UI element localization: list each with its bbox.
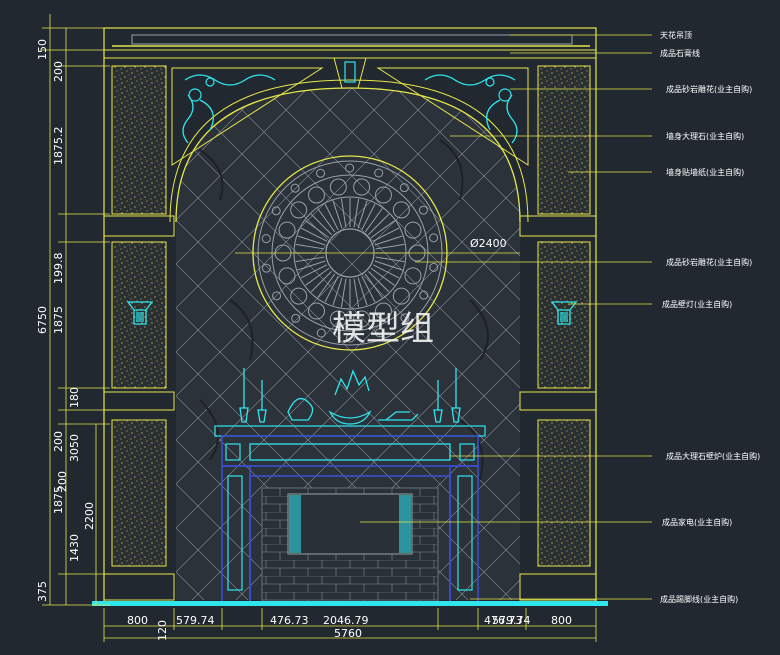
right-wall-lamp-icon bbox=[550, 301, 578, 325]
anno-plaster-line: 成品石膏线 bbox=[660, 48, 700, 58]
dim-1875-2: 1875.2 bbox=[52, 127, 65, 166]
dim-1875-mid: 1875 bbox=[52, 306, 65, 334]
bottom-dimension-texts: 800 579.74 476.73 2046.79 476.73 579.74 … bbox=[127, 614, 572, 641]
left-dimension-texts: 150 200 1875.2 199.8 1875 6750 180 200 3… bbox=[36, 39, 96, 602]
anno-skirting: 成品踢脚线(业主自购) bbox=[660, 594, 738, 604]
dim-120: 120 bbox=[156, 620, 169, 641]
dim-800-left: 800 bbox=[127, 614, 148, 627]
mantel-decorations bbox=[239, 368, 461, 425]
dim-3050: 3050 bbox=[68, 434, 81, 462]
dim-200-top: 200 bbox=[52, 61, 65, 82]
dim-476-left: 476.73 bbox=[270, 614, 309, 627]
circle-diameter-dimension: Ø2400 bbox=[235, 237, 520, 254]
dim-200-mid: 200 bbox=[52, 431, 65, 452]
anno-appliance: 成品家电(业主自购) bbox=[662, 517, 732, 527]
dim-200-low: 200 bbox=[56, 471, 69, 492]
left-wall-lamp-icon bbox=[126, 301, 154, 325]
annotation-texts: 天花吊顶 成品石膏线 成品砂岩雕花(业主自购) 墙身大理石(业主自购) 墙身贴墙… bbox=[660, 30, 760, 604]
right-pilaster bbox=[519, 65, 597, 601]
left-pilaster bbox=[103, 65, 175, 601]
dim-6750: 6750 bbox=[36, 306, 49, 334]
dim-2200: 2200 bbox=[83, 502, 96, 530]
anno-ceiling: 天花吊顶 bbox=[660, 30, 692, 40]
dim-375: 375 bbox=[36, 581, 49, 602]
dim-5760: 5760 bbox=[334, 627, 362, 640]
appliance-screen bbox=[287, 493, 413, 555]
dim-2046: 2046.79 bbox=[323, 614, 369, 627]
dim-150: 150 bbox=[36, 39, 49, 60]
dim-800-right: 800 bbox=[551, 614, 572, 627]
anno-fireplace: 成品大理石壁炉(业主自购) bbox=[666, 451, 760, 461]
dim-476-right: 476.73 bbox=[484, 614, 523, 627]
left-dimensions bbox=[42, 14, 110, 606]
left-spandrel-carving bbox=[171, 67, 324, 166]
anno-wall-marble: 墙身大理石(业主自购) bbox=[666, 131, 744, 141]
dim-579-right: 579.74 bbox=[492, 614, 531, 627]
dim-199-8: 199.8 bbox=[52, 253, 65, 285]
watermark: 模型组 bbox=[332, 309, 434, 349]
dim-1430: 1430 bbox=[68, 534, 81, 562]
dim-579-left: 579.74 bbox=[176, 614, 215, 627]
anno-wallpaper: 墙身贴墙纸(业主自购) bbox=[666, 167, 744, 177]
dim-180: 180 bbox=[68, 387, 81, 408]
anno-wall-lamp: 成品壁灯(业主自购) bbox=[662, 299, 732, 309]
anno-sandstone-carving-top: 成品砂岩雕花(业主自购) bbox=[666, 84, 752, 94]
anno-sandstone-medallion: 成品砂岩雕花(业主自购) bbox=[666, 257, 752, 267]
dim-1875-low: 1875 bbox=[52, 486, 65, 514]
skirting-base bbox=[92, 601, 608, 606]
bottom-dimensions bbox=[103, 608, 597, 642]
annotation-leaders bbox=[360, 34, 652, 600]
diameter-label: Ø2400 bbox=[470, 237, 507, 250]
